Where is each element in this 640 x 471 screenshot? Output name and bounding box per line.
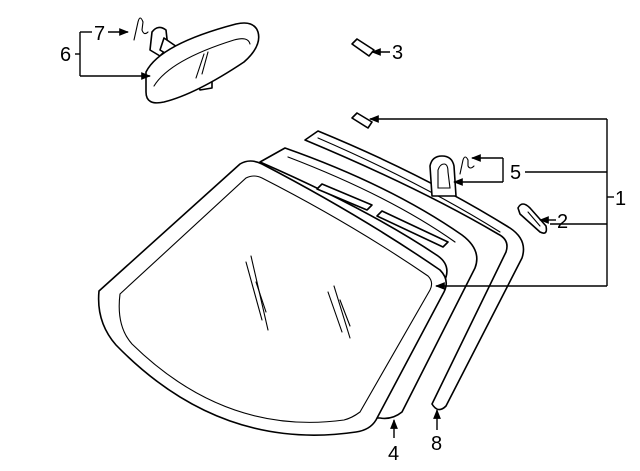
- callout-2: 2: [557, 211, 568, 233]
- windshield-gasket-frame: [259, 147, 478, 420]
- rear-view-mirror: [145, 22, 260, 104]
- callout-3: 3: [392, 42, 403, 64]
- callout-7: 7: [94, 23, 105, 45]
- callout-1: 1: [615, 188, 626, 210]
- callout-8: 8: [431, 433, 442, 455]
- leader-lines: [75, 28, 614, 438]
- mirror-clip: [133, 17, 149, 41]
- callout-6: 6: [60, 44, 71, 66]
- clip-upper: [351, 112, 373, 129]
- callout-4: 4: [388, 443, 399, 465]
- clip-part-2: [517, 203, 548, 234]
- callout-5: 5: [510, 162, 521, 184]
- bracket-part-5: [429, 155, 475, 197]
- windshield-glass: [97, 160, 448, 436]
- clip-part-3: [351, 38, 375, 57]
